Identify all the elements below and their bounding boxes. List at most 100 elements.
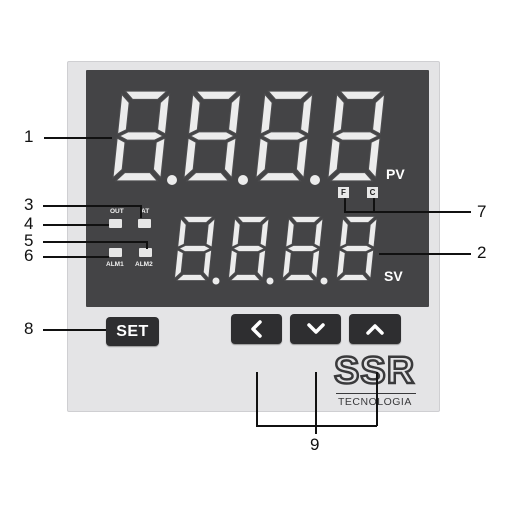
- callout-8: 8: [24, 319, 34, 338]
- sv-digit-3: [282, 216, 324, 281]
- segment-c: [295, 137, 309, 180]
- callout-line-6: [43, 256, 109, 258]
- segment-b: [313, 217, 324, 248]
- down-button[interactable]: [290, 314, 341, 344]
- segment-d: [229, 274, 262, 281]
- segment-f: [285, 217, 295, 248]
- callout-line-3-drop: [140, 205, 142, 218]
- set-button[interactable]: SET: [106, 317, 159, 346]
- pv-digit-1: [112, 90, 171, 182]
- callout-line-2: [379, 253, 471, 255]
- segment-d: [185, 172, 230, 182]
- at-indicator-led: [138, 219, 151, 228]
- alm2-indicator-label: ALM2: [135, 261, 153, 268]
- segment-g: [118, 131, 165, 141]
- callout-line-9-right: [376, 372, 378, 426]
- callout-5: 5: [24, 231, 34, 250]
- segment-c: [364, 249, 374, 280]
- callout-line-5-drop: [146, 241, 148, 249]
- segment-f: [231, 217, 241, 248]
- segment-d: [329, 172, 374, 182]
- callout-line-8: [43, 329, 106, 331]
- segment-e: [183, 137, 197, 180]
- pv-digit-2: [183, 90, 242, 182]
- segment-e: [282, 249, 292, 280]
- segment-e: [228, 249, 238, 280]
- segment-b: [205, 217, 216, 248]
- segment-d: [257, 172, 302, 182]
- callout-line-4: [43, 224, 109, 226]
- segment-a: [338, 90, 384, 100]
- segment-e: [255, 137, 269, 180]
- segment-g: [189, 131, 236, 141]
- segment-f: [259, 92, 273, 135]
- set-button-label: SET: [116, 322, 149, 340]
- callout-line-9-mid: [315, 372, 317, 434]
- sv-label: SV: [384, 268, 403, 284]
- segment-g: [178, 245, 212, 252]
- callout-9: 9: [310, 435, 320, 454]
- callout-line-5: [43, 241, 147, 243]
- segment-b: [371, 92, 386, 135]
- callout-line-1: [44, 137, 112, 139]
- pv-digit-3: [255, 90, 314, 182]
- sv-digit-2: [228, 216, 270, 281]
- chevron-up-icon: [366, 324, 384, 335]
- callout-2: 2: [477, 243, 487, 262]
- segment-b: [156, 92, 171, 135]
- segment-f: [339, 217, 349, 248]
- segment-g: [261, 131, 308, 141]
- segment-a: [266, 90, 312, 100]
- up-button[interactable]: [349, 314, 401, 344]
- chevron-down-icon: [306, 323, 325, 334]
- segment-g: [333, 131, 380, 141]
- segment-c: [367, 137, 381, 180]
- segment-d: [337, 274, 370, 281]
- segment-e: [327, 137, 341, 180]
- segment-g: [232, 245, 266, 252]
- callout-line-7-left: [344, 198, 346, 212]
- segment-a: [182, 216, 214, 223]
- segment-d: [175, 274, 208, 281]
- brand-logo: SSR: [333, 350, 416, 393]
- segment-f: [177, 217, 187, 248]
- segment-f: [331, 92, 345, 135]
- segment-b: [227, 92, 242, 135]
- segment-a: [344, 216, 376, 223]
- segment-d: [283, 274, 316, 281]
- segment-e: [336, 249, 346, 280]
- segment-a: [194, 90, 240, 100]
- sv-digit-1: [174, 216, 216, 281]
- segment-e: [174, 249, 184, 280]
- at-indicator-label: AT: [141, 208, 150, 215]
- alm1-indicator-label: ALM1: [106, 261, 124, 268]
- segment-c: [310, 249, 320, 280]
- callout-6: 6: [24, 246, 34, 265]
- segment-g: [286, 245, 320, 252]
- callout-line-9: [256, 425, 377, 427]
- callout-line-9-left: [256, 372, 258, 426]
- callout-4: 4: [24, 214, 34, 233]
- brand-subtitle: TECNOLOGIA: [338, 396, 412, 408]
- alm1-indicator-led: [109, 248, 122, 257]
- segment-a: [236, 216, 268, 223]
- segment-e: [112, 137, 126, 180]
- pv-digit-4: [327, 90, 386, 182]
- sv-digit-4: [336, 216, 378, 281]
- out-indicator-label: OUT: [110, 208, 124, 215]
- segment-a: [123, 90, 169, 100]
- chevron-left-icon: [250, 320, 262, 338]
- segment-c: [256, 249, 266, 280]
- callout-1: 1: [24, 127, 34, 146]
- pv-label: PV: [386, 166, 405, 182]
- segment-d: [114, 172, 159, 182]
- segment-g: [340, 245, 374, 252]
- segment-c: [152, 137, 166, 180]
- shift-left-button[interactable]: [231, 314, 282, 344]
- callout-line-7: [344, 211, 471, 213]
- segment-c: [223, 137, 237, 180]
- segment-f: [116, 92, 130, 135]
- out-indicator-led: [109, 219, 122, 228]
- callout-7: 7: [477, 202, 487, 221]
- alm2-indicator-led: [139, 248, 152, 257]
